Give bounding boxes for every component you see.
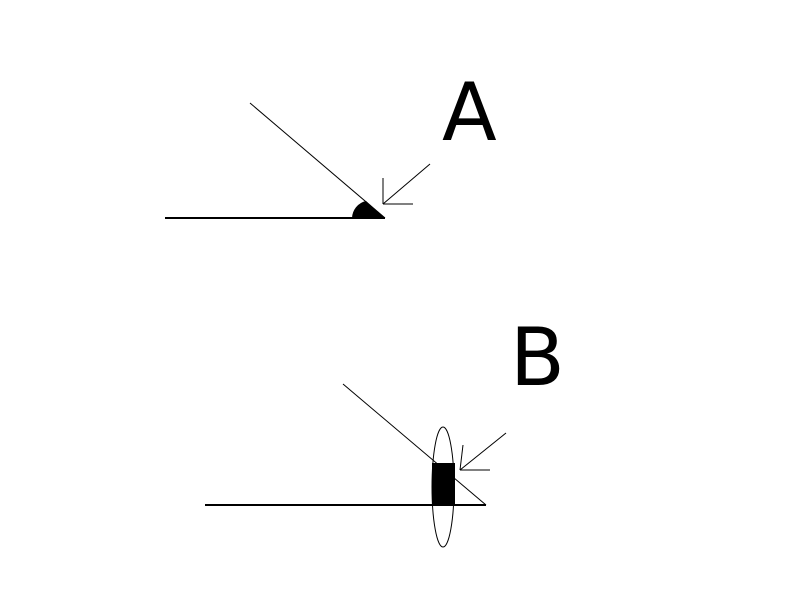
figure-a-pointer-arrow — [382, 163, 431, 205]
figure-a — [165, 102, 431, 219]
label-b: B — [510, 311, 565, 404]
figure-b-shaded-segment — [432, 463, 455, 505]
label-a: A — [442, 66, 497, 159]
figure-b — [205, 383, 507, 548]
figure-b-ellipse — [431, 426, 455, 548]
figure-a-angle-marker — [352, 201, 385, 218]
figure-b-ray — [342, 383, 487, 506]
figure-b-pointer-arrow — [459, 432, 507, 471]
figure-a-ray — [249, 102, 386, 219]
